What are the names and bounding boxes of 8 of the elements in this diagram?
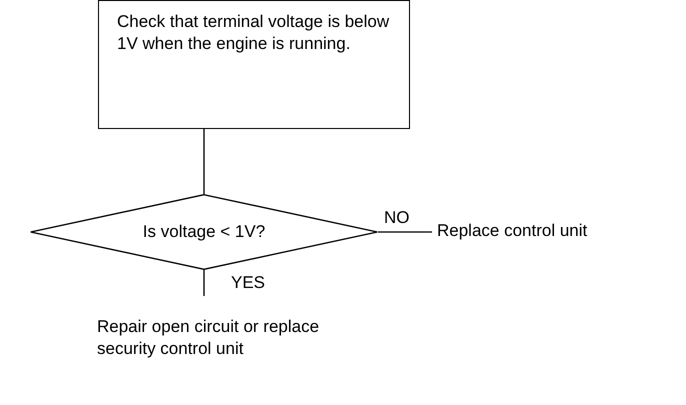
process-box (98, 0, 410, 129)
connector-line (203, 129, 205, 194)
box-text: Check that terminal voltage is below 1V when the engine is running. (117, 11, 390, 55)
connector-line (378, 231, 432, 233)
outcome-text: Repair open circuit or replace security control unit (97, 316, 320, 360)
connector-line (203, 270, 205, 296)
outcome-text: Replace control unit (437, 220, 588, 242)
decision-text: Is voltage < 1V? (142, 221, 266, 243)
